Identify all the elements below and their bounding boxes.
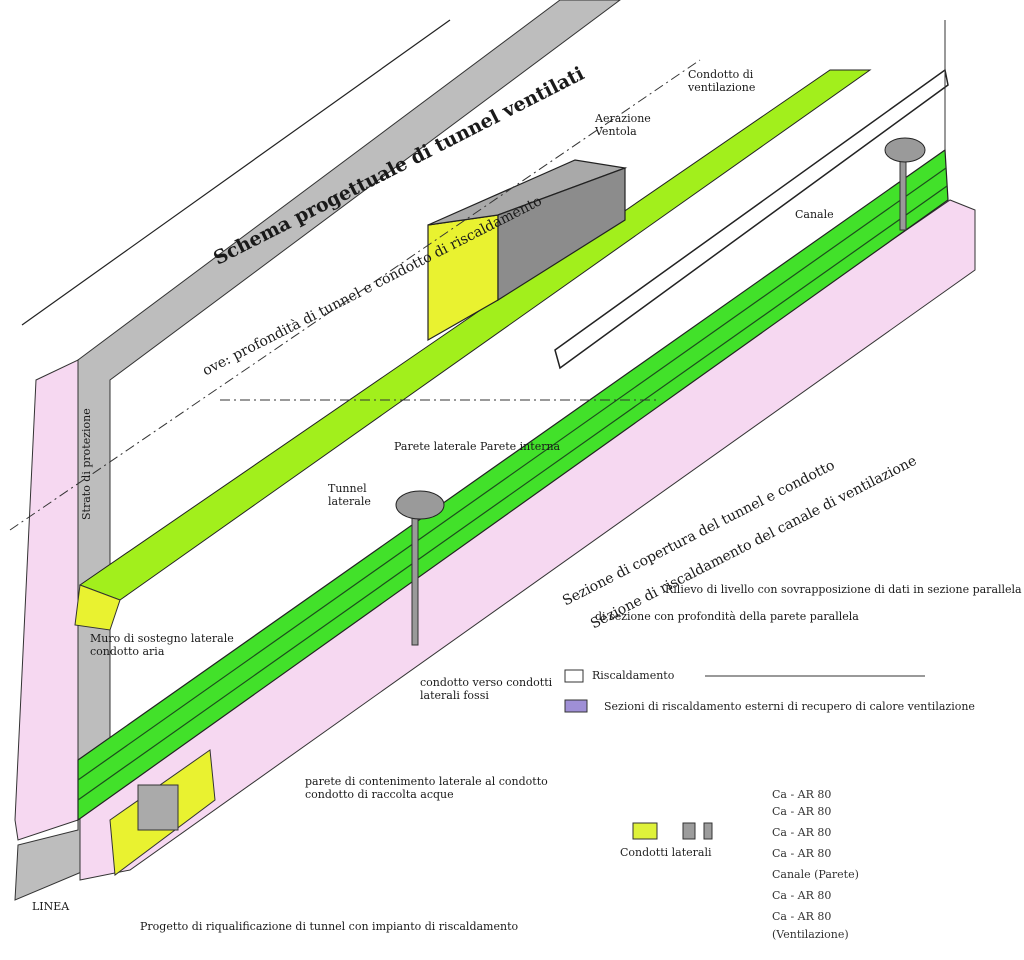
code-item: Ca - AR 80: [772, 910, 832, 923]
code-item: Canale (Parete): [772, 868, 859, 881]
left-pink-wall: [14, 359, 79, 841]
bottom-pink-floor: [79, 199, 976, 881]
green-band-line: [77, 167, 947, 781]
bottom-gray-panel: [137, 784, 179, 831]
legend-item-side-ducts: Condotti laterali: [620, 846, 712, 859]
code-item: Ca - AR 80: [772, 788, 832, 801]
code-item: (Ventilazione): [772, 928, 849, 941]
label-duct-ventilation: Condotto di ventilazione: [688, 68, 756, 94]
label-protection-layer: Strato di protezione: [80, 408, 93, 520]
label-retaining-wall: Muro di sostegno laterale condotto aria: [90, 632, 234, 658]
footnote: Progetto di riqualificazione di tunnel c…: [140, 920, 519, 933]
label-channel: Canale: [795, 208, 834, 221]
label-side-tunnel: Tunnel laterale: [328, 482, 371, 508]
green-band-line: [77, 185, 948, 801]
legend-item-heating: Riscaldamento: [592, 669, 675, 682]
code-item: Ca - AR 80: [772, 805, 832, 818]
legend-swatch-gray: [682, 822, 696, 840]
legend-swatch-purple: [564, 699, 588, 713]
pipe-head-right: [884, 137, 926, 163]
lime-band-tip: [74, 584, 121, 631]
legend-item-sections: Sezioni di riscaldamento esterni di recu…: [604, 700, 975, 713]
pipe-head-left: [395, 490, 445, 520]
code-item: Ca - AR 80: [772, 826, 832, 839]
code-item: Ca - AR 80: [772, 889, 832, 902]
label-section-depth: di sezione con profondità della parete p…: [595, 610, 859, 623]
pipe-post-left: [411, 504, 419, 646]
label-aeration-fan: Aerazione Ventola: [595, 112, 651, 138]
code-item: Ca - AR 80: [772, 847, 832, 860]
label-drainage: parete di contenimento laterale al condo…: [305, 775, 548, 801]
label-duct-trenches: condotto verso condotti laterali fossi: [420, 676, 553, 702]
legend-swatch-outline: [564, 669, 584, 683]
outline-line: [9, 59, 701, 531]
label-side-wall: Parete laterale Parete interna: [394, 440, 561, 453]
legend-swatch-gray2: [703, 822, 713, 840]
legend-swatch-lime: [632, 822, 658, 840]
label-level-survey: Rilievo di livello con sovrapposizione d…: [665, 583, 1022, 596]
duct-box-side: [497, 167, 626, 302]
ladder-rail: [554, 68, 949, 370]
outline-line: [21, 19, 451, 326]
label-corner: LINEA: [32, 900, 70, 913]
